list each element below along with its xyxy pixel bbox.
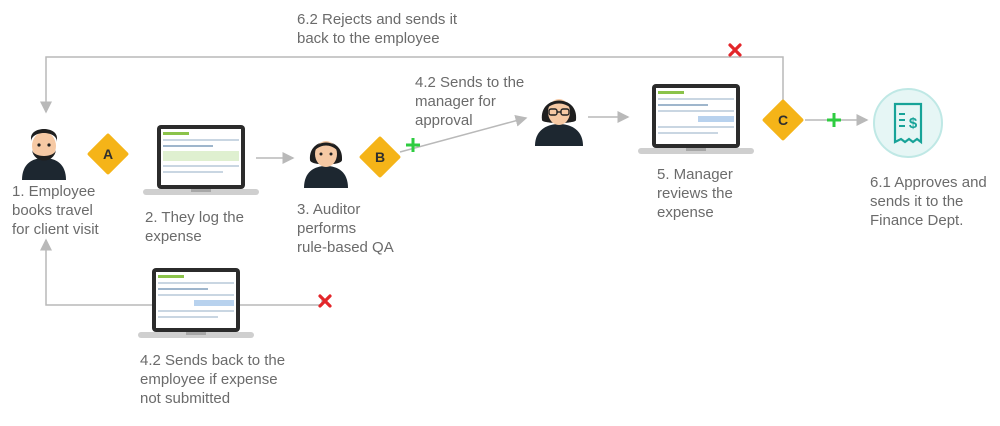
resubmit-laptop-icon	[138, 268, 254, 338]
employee-avatar	[22, 129, 66, 180]
reject-path-label: 6.2 Rejects and sends it back to the emp…	[297, 11, 458, 47]
employee-step-label: 1. Employee books travel for client visi…	[12, 183, 99, 238]
decision-b-label: B	[374, 149, 386, 165]
approve-b-icon	[406, 138, 420, 152]
approve-c-icon	[827, 113, 841, 127]
svg-text:$: $	[909, 115, 918, 132]
decision-a-label: A	[102, 146, 114, 162]
finance-document-icon: $	[873, 88, 943, 158]
decision-b: B	[358, 135, 402, 179]
reject-top-icon	[728, 43, 742, 57]
expense-log-laptop-icon	[143, 125, 259, 195]
to-manager-path-label: 4.2 Sends to the manager for approval	[415, 74, 525, 129]
b-to-manager-line	[399, 114, 528, 153]
reject-bottom-icon	[318, 294, 332, 308]
reject-loop-line	[40, 56, 784, 114]
auditor-step-label: 3. Auditor performs rule-based QA	[297, 201, 394, 256]
back-path-label: 4.2 Sends back to the employee if expens…	[140, 352, 286, 407]
log-step-label: 2. They log the expense	[145, 209, 244, 245]
manager-avatar	[535, 99, 583, 146]
auditor-avatar	[304, 141, 348, 188]
manager-review-laptop-icon	[638, 84, 754, 154]
approve-step-label: 6.1 Approves and sends it to the Finance…	[870, 174, 987, 229]
manager-step-label: 5. Manager reviews the expense	[657, 166, 733, 221]
decision-a: A	[86, 132, 130, 176]
decision-c-label: C	[777, 112, 789, 128]
decision-c: C	[761, 98, 805, 142]
